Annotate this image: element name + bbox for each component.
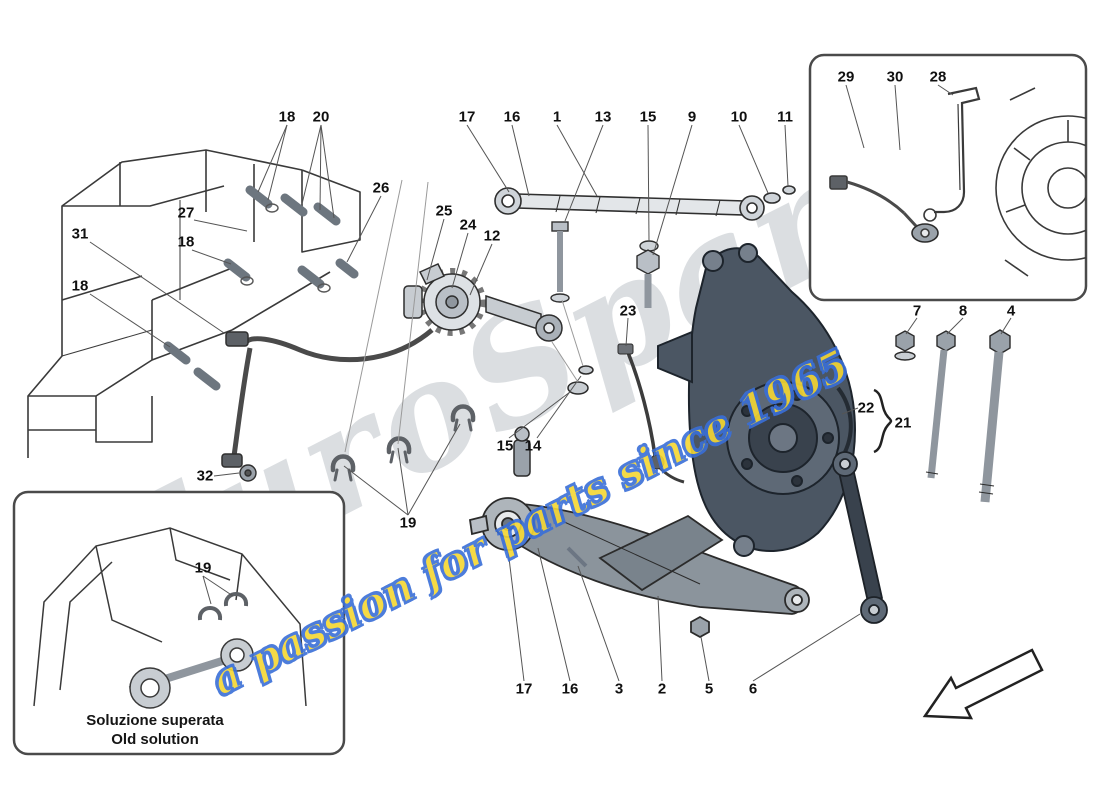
wheel-knuckle-drawing xyxy=(657,243,856,557)
callout-23: 23 xyxy=(619,302,637,320)
callout-6: 6 xyxy=(748,680,758,698)
callout-32: 32 xyxy=(196,467,214,485)
callout-16-b: 16 xyxy=(561,680,579,698)
callout-26: 26 xyxy=(372,179,390,197)
bolt-13-drawing xyxy=(550,221,570,303)
damping-actuator-drawing xyxy=(221,263,563,468)
upper-arm-drawing xyxy=(494,185,796,221)
callout-7: 7 xyxy=(912,302,922,320)
link-rod-drawing xyxy=(832,451,888,624)
abs-sensor-cable-drawing xyxy=(617,343,685,484)
lower-arm-drawing xyxy=(468,497,810,639)
bolt-9-drawing xyxy=(636,240,660,308)
callout-18-c: 18 xyxy=(71,277,89,295)
callout-4: 4 xyxy=(1006,302,1016,320)
stud-washers-drawing xyxy=(240,203,331,293)
old-solution-label-en: Old solution xyxy=(111,730,199,748)
callout-25: 25 xyxy=(435,202,453,220)
callout-24: 24 xyxy=(459,216,477,234)
old-solution-label: Soluzione superata Old solution xyxy=(52,712,258,750)
callout-31: 31 xyxy=(71,225,89,243)
callout-22: 22 xyxy=(857,399,875,417)
old-solution-label-it: Soluzione superata xyxy=(86,712,224,729)
mounting-studs-drawing xyxy=(163,185,359,391)
callout-3: 3 xyxy=(614,680,624,698)
grommet-32-drawing xyxy=(239,464,257,482)
callout-11: 11 xyxy=(777,108,793,126)
callout-12: 12 xyxy=(483,227,501,245)
callout-9: 9 xyxy=(687,108,697,126)
callout-19-a: 19 xyxy=(399,514,417,532)
ball-joint-drawing xyxy=(513,365,594,477)
callout-1: 1 xyxy=(552,108,562,126)
leader-lines xyxy=(89,84,1012,682)
callout-17-a: 17 xyxy=(458,108,476,126)
callout-17-b: 17 xyxy=(515,680,533,698)
callout-15-b: 15 xyxy=(496,437,514,455)
callout-15-a: 15 xyxy=(639,108,657,126)
callout-13: 13 xyxy=(594,108,612,126)
callout-16-a: 16 xyxy=(503,108,521,126)
callout-30: 30 xyxy=(886,68,904,86)
callout-27: 27 xyxy=(177,204,195,222)
spring-clips-drawing xyxy=(330,404,476,482)
old-solution-inset xyxy=(12,490,346,756)
callout-2: 2 xyxy=(657,680,667,698)
callout-21: 21 xyxy=(894,414,912,432)
callout-8: 8 xyxy=(958,302,968,320)
callout-29: 29 xyxy=(837,68,855,86)
callout-14: 14 xyxy=(524,437,542,455)
callout-10: 10 xyxy=(730,108,748,126)
callout-28: 28 xyxy=(929,68,947,86)
callout-18-a: 18 xyxy=(278,108,296,126)
sensor-detail-inset xyxy=(808,53,1088,302)
direction-arrow-icon xyxy=(922,648,1044,720)
callout-5: 5 xyxy=(704,680,714,698)
fixing-bolts-drawing xyxy=(894,329,1011,503)
brace-21 xyxy=(873,388,893,454)
chassis-frame-drawing xyxy=(27,149,361,458)
callout-18-b: 18 xyxy=(177,233,195,251)
callout-19-b: 19 xyxy=(194,559,212,577)
callout-20: 20 xyxy=(312,108,330,126)
